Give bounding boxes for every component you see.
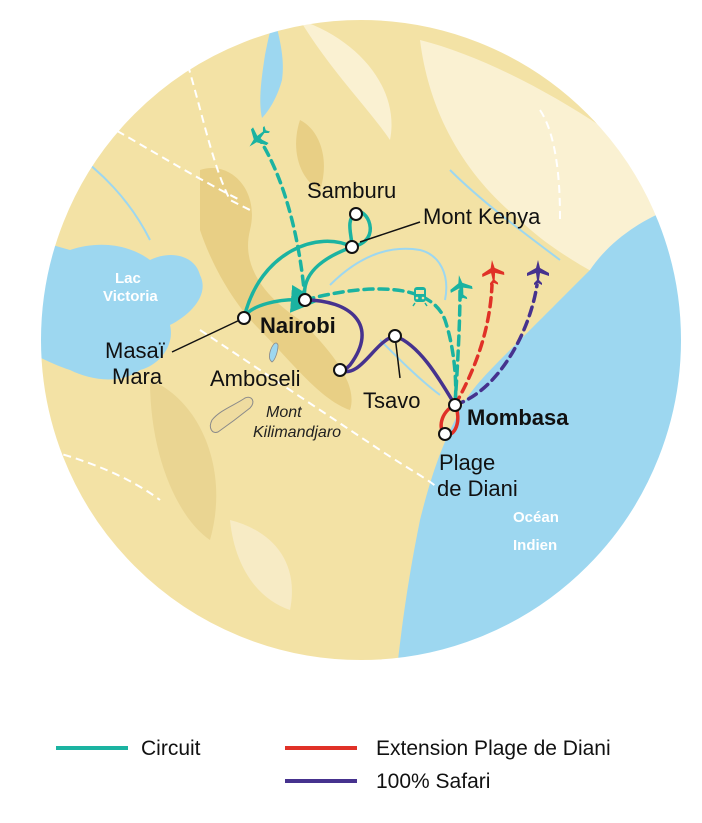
stop-mombasa[interactable] (448, 398, 462, 412)
stop-masai-mara[interactable] (237, 311, 251, 325)
airplane-icon (482, 260, 505, 286)
train-icon (412, 287, 428, 307)
legend-label-circuit: Circuit (141, 737, 201, 760)
label-plage-de-diani-line1: Plage (439, 450, 495, 475)
label-ocean-line2: Indien (513, 537, 557, 554)
highland-relief-4 (230, 520, 292, 610)
label-samburu: Samburu (307, 178, 396, 203)
stop-tsavo[interactable] (388, 329, 402, 343)
map-disc-outline (39, 18, 683, 662)
kilimanjaro-outline (209, 396, 254, 433)
circuit-flight-north (258, 138, 307, 302)
label-ocean-line1: Océan (513, 509, 559, 526)
legend: Circuit Extension Plage de Diani 100% Sa… (56, 737, 611, 793)
stop-samburu[interactable] (349, 207, 363, 221)
highland-relief-2 (296, 120, 324, 190)
label-masai-mara-line1: Masaï (105, 338, 166, 363)
label-amboseli: Amboseli (210, 366, 300, 391)
lake-victoria (40, 230, 203, 380)
lake-small (269, 342, 279, 363)
land-light-patch-2 (300, 20, 392, 140)
label-lac-victoria-line1: Lac (115, 270, 141, 287)
lake-turkana (260, 20, 283, 118)
country-border-3 (539, 109, 561, 221)
circuit-montkenya-masaimara (242, 239, 354, 320)
legend-label-extension: Extension Plage de Diani (376, 737, 611, 760)
label-mont-kenya: Mont Kenya (423, 204, 541, 229)
airplane-icon (249, 125, 271, 147)
label-plage-de-diani-line2: de Diani (437, 476, 518, 501)
stop-plage-de-diani[interactable] (438, 427, 452, 441)
label-nairobi: Nairobi (260, 313, 336, 338)
river (329, 247, 448, 301)
safari-tsavo-mombasa (393, 334, 457, 407)
airplane-icon (527, 260, 549, 285)
label-lac-victoria-line2: Victoria (103, 288, 158, 305)
highland-relief-3 (150, 380, 217, 540)
circuit-routes (242, 138, 462, 407)
leader-line-masai-mara (171, 317, 245, 353)
country-border-4 (199, 329, 441, 491)
country-border (179, 39, 251, 211)
stop-mont-kenya[interactable] (345, 240, 359, 254)
leader-line-tsavo (394, 335, 401, 379)
label-kilimanjaro-line1: Mont (266, 404, 302, 421)
river-3 (449, 169, 561, 261)
label-kilimanjaro-line2: Kilimandjaro (253, 424, 341, 441)
label-masai-mara-line2: Mara (112, 364, 163, 389)
label-mombasa: Mombasa (467, 405, 569, 430)
highland-relief (200, 168, 352, 410)
stop-amboseli[interactable] (333, 363, 347, 377)
label-tsavo: Tsavo (363, 388, 420, 413)
river-2 (379, 339, 441, 396)
airplane-icon (450, 275, 473, 301)
safari-flight (453, 283, 539, 407)
circuit-nairobi-mombasa (303, 287, 458, 407)
leader-line-mont-kenya (359, 221, 421, 243)
legend-label-safari: 100% Safari (376, 770, 490, 793)
stop-nairobi[interactable] (298, 293, 312, 307)
extension-flight (453, 283, 494, 407)
map-disc (40, 19, 682, 661)
